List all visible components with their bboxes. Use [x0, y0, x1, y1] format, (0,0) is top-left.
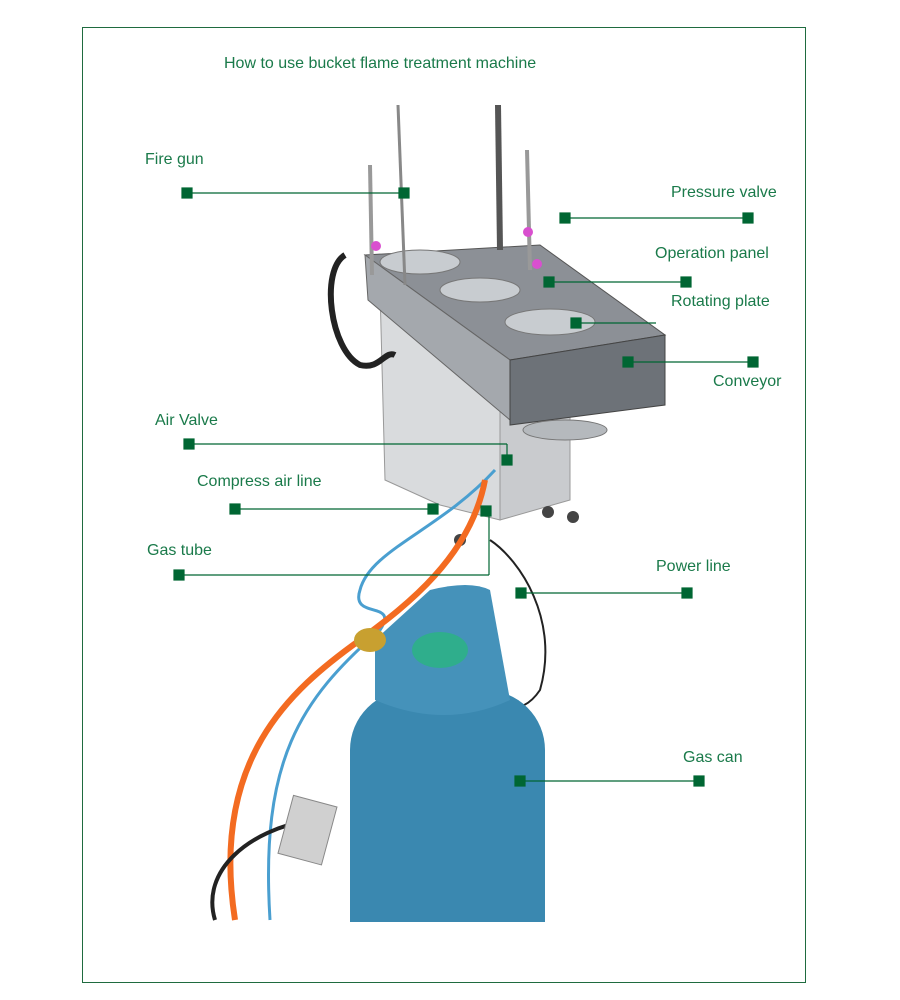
label-compress-air-line: Compress air line [197, 473, 322, 490]
label-rotating-plate: Rotating plate [671, 293, 770, 310]
label-gas-can: Gas can [683, 749, 743, 766]
diagram-frame [82, 27, 806, 983]
label-pressure-valve: Pressure valve [671, 184, 777, 201]
label-power-line: Power line [656, 558, 731, 575]
label-operation-panel: Operation panel [655, 245, 769, 262]
label-fire-gun: Fire gun [145, 151, 204, 168]
diagram-title: How to use bucket flame treatment machin… [224, 55, 537, 72]
air-hose [266, 468, 497, 921]
label-conveyor: Conveyor [713, 373, 782, 390]
label-air-valve: Air Valve [155, 412, 218, 429]
gas-hose [227, 479, 488, 921]
label-gas-tube: Gas tube [147, 542, 212, 559]
